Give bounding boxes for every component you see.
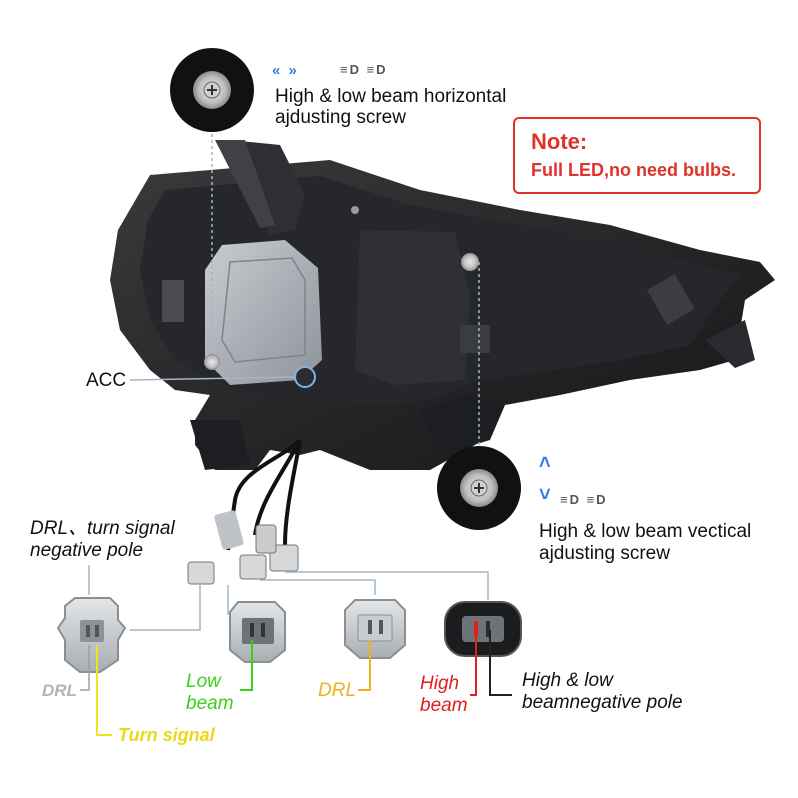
drl-gray-label: DRL xyxy=(42,681,77,700)
negative-pole-hl-label-1: High & low xyxy=(522,670,613,691)
vertical-screw-label-1: High & low beam vectical xyxy=(539,521,752,542)
acc-port xyxy=(294,366,316,388)
drl-gray-leader xyxy=(80,645,90,691)
low-beam-leader xyxy=(240,640,253,691)
note-title: Note: xyxy=(531,129,588,154)
arrow-down-icon: ˅ xyxy=(539,484,553,506)
note-body: Full LED,no need bulbs. xyxy=(531,160,736,180)
horizontal-screw-label-2: ajdusting screw xyxy=(275,107,406,128)
high-beam-leader xyxy=(470,630,477,696)
drl-yellow-label: DRL xyxy=(318,680,357,701)
low-beam-label-1: Low xyxy=(186,671,221,692)
housing-screw-small xyxy=(351,206,359,214)
leader-lines xyxy=(88,128,489,631)
vertical-screw-zoom xyxy=(437,446,521,530)
arrow-up-icon: ˄ xyxy=(539,452,553,474)
turn-signal-leader xyxy=(96,645,112,736)
negative-pole-leader xyxy=(489,630,512,696)
low-beam-label-2: beam xyxy=(186,693,234,714)
connector-low-beam xyxy=(229,601,286,663)
horizontal-screw-zoom xyxy=(170,48,254,132)
note-box: Note: Full LED,no need bulbs. xyxy=(513,117,761,194)
horizontal-screw-label-1: High & low beam horizontal xyxy=(275,86,507,107)
negative-pole-label-1: DRL、turn signal xyxy=(30,518,175,539)
beam-icons: ≡D ≡D xyxy=(340,62,388,77)
connector-drl-turn xyxy=(56,597,127,673)
connector-high-beam xyxy=(444,601,522,657)
turn-signal-label: Turn signal xyxy=(118,725,215,745)
led-module-cover xyxy=(205,240,322,385)
acc-label: ACC xyxy=(86,370,127,391)
housing-screw-vertical xyxy=(461,253,479,271)
vertical-screw-label-2: ajdusting screw xyxy=(539,543,670,564)
drl-yellow-leader xyxy=(358,640,371,691)
high-beam-label-2: beam xyxy=(420,695,468,716)
high-beam-label-1: High xyxy=(420,673,460,694)
negative-pole-label-2: negative pole xyxy=(30,540,144,561)
horizontal-arrows-icon: « » xyxy=(272,62,299,79)
connector-plugs xyxy=(187,510,299,585)
housing-screw-left xyxy=(204,354,220,370)
connector-drl xyxy=(344,599,406,659)
beam-icons-vertical: ≡D ≡D xyxy=(560,492,608,507)
negative-pole-hl-label-2: beamnegative pole xyxy=(522,692,683,713)
